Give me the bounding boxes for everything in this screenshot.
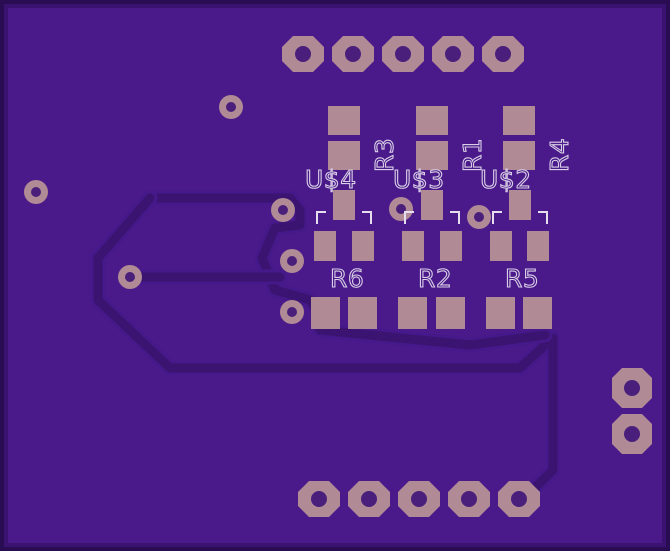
header-right-pin-2-hole (624, 426, 640, 442)
label-u4: U$4 (305, 165, 357, 194)
r2-pad-2[interactable] (436, 297, 465, 329)
resistor-pads-upper (328, 106, 535, 170)
transistor-pads (314, 190, 549, 261)
r1-pad-2[interactable] (416, 141, 448, 170)
resistor-pads-lower (311, 297, 552, 329)
r6-pad-2[interactable] (348, 297, 377, 329)
r4-pad-1[interactable] (503, 106, 535, 135)
header-top-pin-5-hole (495, 46, 511, 62)
header-right (612, 368, 652, 454)
label-r5: R5 (505, 264, 539, 293)
header-bottom (298, 481, 540, 517)
label-r1: R1 (458, 138, 487, 172)
label-u3: U$3 (393, 165, 445, 194)
r5-pad-2[interactable] (523, 297, 552, 329)
u2-pad-right[interactable] (527, 231, 549, 261)
header-top-pin-1-hole (295, 46, 311, 62)
u3-pad-left[interactable] (402, 231, 424, 261)
u4-pad-right[interactable] (352, 231, 374, 261)
label-r3: R3 (370, 138, 399, 172)
u4-pad-top[interactable] (333, 190, 355, 220)
header-bottom-pin-2-hole (361, 491, 377, 507)
header-top-pin-3-hole (395, 46, 411, 62)
u2-pad-left[interactable] (490, 231, 512, 261)
header-right-pin-1-hole (624, 380, 640, 396)
r3-pad-1[interactable] (328, 106, 360, 135)
header-top (282, 36, 524, 72)
u4-pad-left[interactable] (314, 231, 336, 261)
vias (24, 95, 491, 324)
r6-pad-1[interactable] (311, 297, 340, 329)
silkscreen-labels: R3 R1 R4 U$4 U$3 U$2 R6 R2 R5 (304, 137, 574, 293)
r2-pad-1[interactable] (398, 297, 427, 329)
header-bottom-pin-1-hole (311, 491, 327, 507)
u3-pad-right[interactable] (440, 231, 462, 261)
traces (90, 190, 561, 496)
transistor-silkscreen (316, 211, 548, 224)
r5-pad-1[interactable] (486, 297, 515, 329)
header-bottom-pin-4-hole (461, 491, 477, 507)
header-top-pin-2-hole (345, 46, 361, 62)
r1-pad-1[interactable] (416, 106, 448, 135)
header-bottom-pin-5-hole (511, 491, 527, 507)
header-bottom-pin-3-hole (411, 491, 427, 507)
u2-pad-top[interactable] (509, 190, 531, 220)
header-top-pin-4-hole (445, 46, 461, 62)
u3-pad-top[interactable] (421, 190, 443, 220)
r4-pad-2[interactable] (503, 141, 535, 170)
r3-pad-2[interactable] (328, 141, 360, 170)
label-r2: R2 (418, 264, 452, 293)
label-u2: U$2 (480, 165, 532, 194)
label-r4: R4 (545, 138, 574, 172)
label-r6: R6 (330, 264, 364, 293)
